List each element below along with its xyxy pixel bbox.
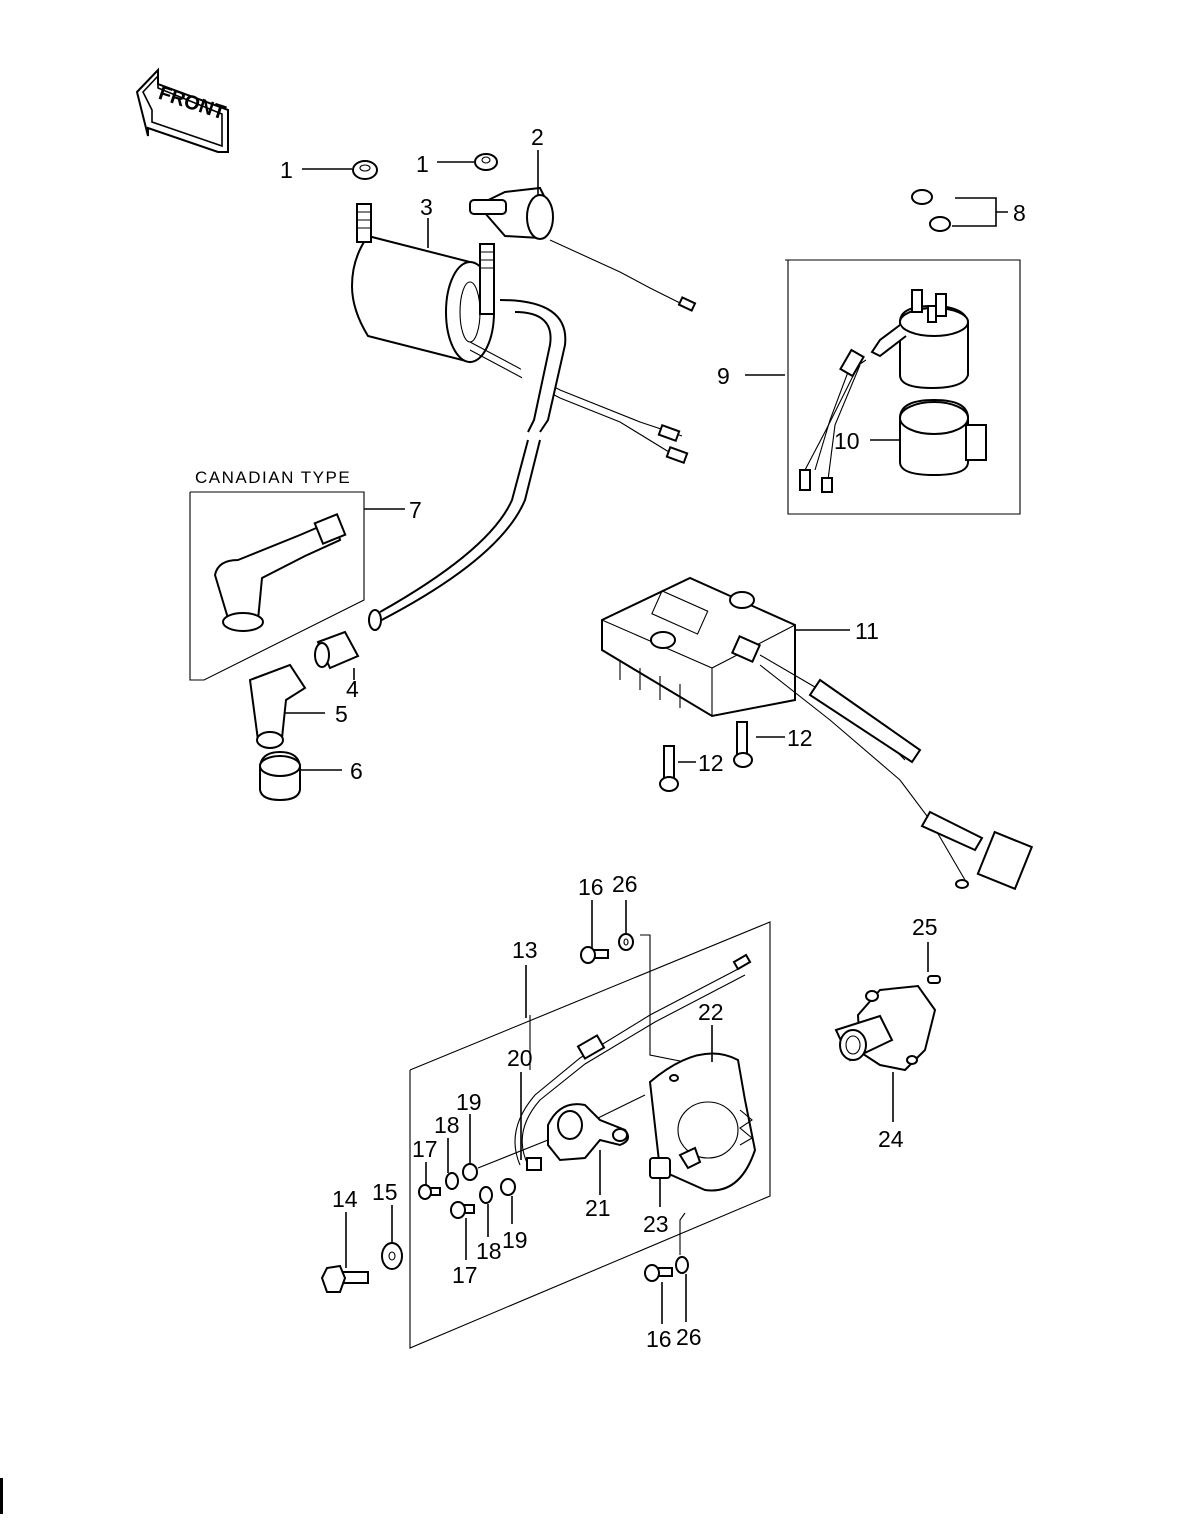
callout-11: 11	[855, 618, 879, 644]
condenser-part-2	[469, 186, 697, 312]
starter-relay-group-part-9	[785, 259, 1021, 515]
callout-5: 5	[335, 701, 348, 727]
pickup-coil-part-21	[547, 1094, 646, 1162]
high-tension-lead	[368, 299, 567, 631]
callout-24: 24	[878, 1126, 904, 1152]
callout-8: 8	[1013, 200, 1026, 226]
callout-20: 20	[507, 1045, 533, 1071]
insulator-part-23	[649, 1146, 702, 1179]
callout-2: 2	[531, 124, 544, 150]
callout-22: 22	[698, 999, 724, 1025]
callout-13: 13	[512, 937, 538, 963]
callout-16-bottom: 16	[646, 1326, 672, 1352]
callout-10: 10	[834, 428, 860, 454]
callout-21: 21	[585, 1195, 611, 1221]
callout-4: 4	[346, 676, 359, 702]
callout-14: 14	[332, 1186, 358, 1212]
bolt-part-12-left	[659, 745, 679, 792]
pickup-plate-part-22	[648, 1052, 757, 1192]
callout-25: 25	[912, 914, 938, 940]
callout-9: 9	[717, 363, 730, 389]
callout-3: 3	[420, 194, 433, 220]
plug-cap-part-5	[248, 663, 307, 749]
screw-part-17-bottom	[450, 1201, 475, 1219]
washer-part-18-top	[445, 1172, 459, 1190]
callout-12-right: 12	[787, 725, 813, 751]
screw-part-17-top	[418, 1184, 441, 1200]
regulator-part-11	[601, 576, 1034, 891]
relay-cover-part-10	[899, 398, 987, 477]
starter-relay	[799, 289, 969, 493]
plug-cap-part-7	[213, 513, 347, 632]
bolt-part-12-right	[733, 721, 753, 768]
washer-part-15	[381, 1242, 403, 1270]
callout-1-right: 1	[416, 151, 429, 177]
callout-26-bottom: 26	[676, 1324, 702, 1350]
plug-cap-part-4	[314, 630, 360, 670]
callout-26-top: 26	[612, 871, 638, 897]
washer-part-18-bottom	[479, 1186, 493, 1204]
callout-6: 6	[350, 758, 363, 784]
nut-part-1-left	[352, 160, 378, 180]
page-edge-mark	[0, 1478, 3, 1514]
screw-part-16-bottom	[644, 1264, 673, 1282]
plug-cover-part-6	[259, 750, 301, 802]
nuts-part-8	[911, 189, 951, 232]
washer-part-26-bottom	[675, 1256, 689, 1274]
callout-18-bottom: 18	[476, 1238, 502, 1264]
callouts: 1 1 2 3 8 9 10 7 4 5 6 11 12 12 16 26 13…	[280, 124, 1026, 1352]
canadian-type-group: CANADIAN TYPE	[189, 468, 365, 681]
pickup-wire-part-20	[514, 953, 752, 1171]
leader-26-bottom	[679, 1212, 686, 1255]
callout-19-top: 19	[456, 1089, 482, 1115]
callout-12-left: 12	[698, 750, 724, 776]
pin-part-25	[927, 975, 941, 984]
washer-part-19-bottom	[500, 1178, 516, 1196]
advancer-part-24	[834, 984, 937, 1072]
callout-1-left: 1	[280, 157, 293, 183]
leader-26-top	[640, 934, 701, 1066]
bolt-part-14	[320, 1264, 369, 1293]
screw-part-16-top	[580, 946, 609, 964]
callout-7: 7	[409, 497, 422, 523]
callout-17-bottom: 17	[452, 1262, 478, 1288]
callout-23: 23	[643, 1211, 669, 1237]
ignition-coil-part-3	[350, 203, 689, 465]
leader-lines	[285, 150, 1008, 1324]
callout-19-bottom: 19	[502, 1227, 528, 1253]
canadian-type-caption: CANADIAN TYPE	[195, 468, 351, 487]
callout-18-top: 18	[434, 1112, 460, 1138]
front-arrow: FRONT	[135, 67, 229, 153]
callout-16-top: 16	[578, 874, 604, 900]
washer-part-26-top	[618, 933, 634, 951]
nut-part-1-right	[474, 153, 498, 171]
callout-15: 15	[372, 1179, 398, 1205]
callout-17-top: 17	[412, 1136, 438, 1162]
